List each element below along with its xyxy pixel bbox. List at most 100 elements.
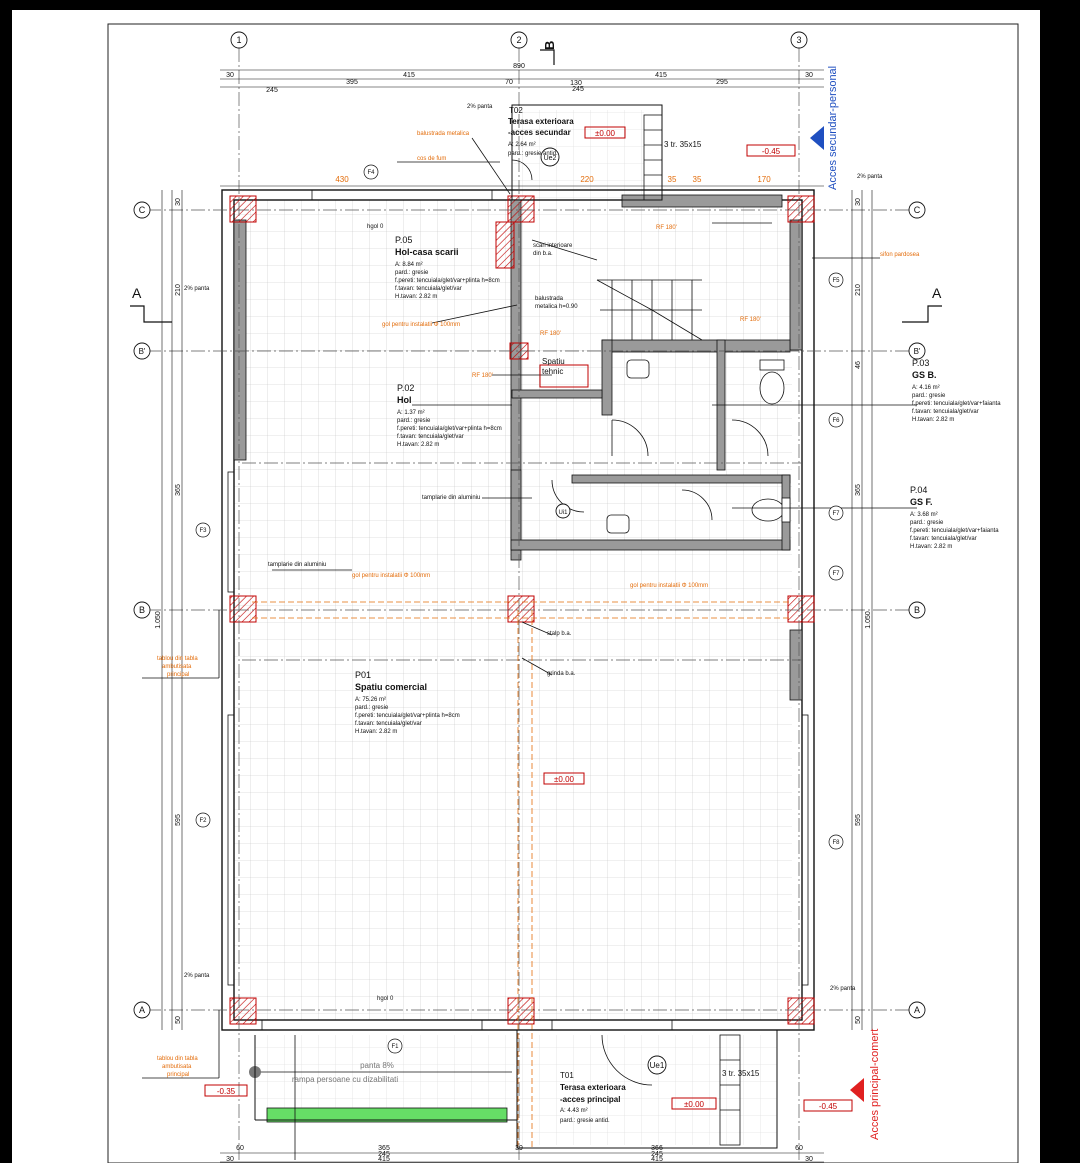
dim-left-365: 365 <box>175 484 182 496</box>
section-markers <box>130 49 942 323</box>
label-tablou-1: tablou din tabla <box>157 656 198 662</box>
room-p02-name: Hol <box>397 395 412 405</box>
dim-top-395: 395 <box>346 79 358 86</box>
leader-lines <box>142 137 917 1160</box>
section-label-right: A <box>932 285 942 301</box>
level-bottom-right: -0.45 <box>819 1102 838 1111</box>
label-balustrada: balustrada <box>535 296 564 302</box>
axis-label-c-left: C <box>139 205 146 215</box>
room-p05-line-0: A: 8.84 m² <box>395 262 423 268</box>
room-p01-line-3: f.tavan: tencuiala/glet/var <box>355 721 422 727</box>
dim-top-245a: 245 <box>266 87 278 94</box>
stairs <box>596 114 741 1146</box>
label-ui1: Ui1 <box>558 510 568 516</box>
window-tag-f8: F8 <box>832 840 840 846</box>
label-rampa-panta: panta 8% <box>360 1061 394 1070</box>
window-tag-f6: F6 <box>832 418 840 424</box>
label-balustrada-h: metalica h=0.90 <box>535 304 578 310</box>
drawing-frame <box>107 23 1019 1163</box>
room-t02-code: T02 <box>509 106 523 115</box>
terrace-t02-tiles <box>512 110 644 200</box>
section-label-left: A <box>132 285 142 301</box>
room-t01-name2: -acces principal <box>560 1095 620 1104</box>
label-tablou-2: tablou din tabla <box>157 1056 198 1062</box>
label-panta-left-bottom: 2% panta <box>184 973 210 979</box>
room-p02-line-0: A: 1.37 m² <box>397 410 425 416</box>
room-p02-line-2: f.pereti: tencuiala/glet/var+plinta h=8c… <box>397 426 502 432</box>
room-p04-line-3: f.tavan: tencuiala/glet/var <box>910 536 977 542</box>
room-p04-line-2: f.pereti: tencuiala/glet/var+faianta <box>910 528 999 534</box>
dim-bot-365: 365 <box>378 1145 390 1152</box>
room-p02-line-4: H.tavan: 2.82 m <box>397 442 439 448</box>
dim-left-210: 210 <box>175 284 182 296</box>
room-p01-line-4: H.tavan: 2.82 m <box>355 729 397 735</box>
label-scari-din-ba: din b.a. <box>533 251 553 257</box>
room-t02-name: Terasa exterioara <box>508 117 574 126</box>
dim-mid-220: 220 <box>580 175 594 184</box>
room-p03-line-0: A: 4.16 m² <box>912 385 940 391</box>
axis-label-b-left: B <box>139 605 145 615</box>
room-p03-line-2: f.pereti: tencuiala/glet/var+faianta <box>912 401 1001 407</box>
label-ue1: Ue1 <box>650 1061 665 1070</box>
label-panta-right-top: 2% panta <box>857 174 883 180</box>
room-p03-name: GS B. <box>912 370 937 380</box>
window-tag-f7b: F7 <box>832 571 840 577</box>
label-tablou-2c: principal <box>167 1072 189 1078</box>
axis-label-2: 2 <box>516 35 521 45</box>
dim-top-245c: 245 <box>572 86 584 93</box>
room-t01-name: Terasa exterioara <box>560 1083 626 1092</box>
dim-mid-430: 430 <box>335 175 349 184</box>
label-panta-left: 2% panta <box>184 286 210 292</box>
dim-top-415a: 415 <box>403 72 415 79</box>
window-tag-f5: F5 <box>832 278 840 284</box>
dim-left-50: 50 <box>175 1016 182 1024</box>
floor-plan: 1 2 3 C C B' B' B B A A A A B 890 30 415… <box>107 23 1019 1163</box>
room-p05-line-1: pard.: gresie <box>395 270 429 276</box>
secondary-access-arrow <box>810 126 824 150</box>
axis-label-3: 3 <box>796 35 801 45</box>
label-rampa: rampa persoane cu dizabilitati <box>292 1075 399 1084</box>
columns <box>229 195 815 1025</box>
label-scari-interioare: scari interioare <box>533 243 573 249</box>
dim-top-total: 890 <box>513 63 525 70</box>
axis-label-1: 1 <box>236 35 241 45</box>
room-p03-line-3: f.tavan: tencuiala/glet/var <box>912 409 979 415</box>
window-tag-f2: F2 <box>199 818 207 824</box>
room-p05-line-3: f.tavan: tencuiala/glet/var <box>395 286 462 292</box>
room-p05-code: P.05 <box>395 235 412 245</box>
room-p03-code: P.03 <box>912 358 929 368</box>
dimension-lines <box>161 69 873 1163</box>
window-tag-f4: F4 <box>367 170 375 176</box>
label-stalp: stalp b.a. <box>547 631 572 637</box>
room-p02-line-3: f.tavan: tencuiala/glet/var <box>397 434 464 440</box>
dim-mid-170: 170 <box>757 175 771 184</box>
label-rf-4: RF 180' <box>472 373 493 379</box>
room-p02-line-1: pard.: gresie <box>397 418 431 424</box>
ramp <box>249 1035 517 1123</box>
window-tag-f1: F1 <box>391 1044 399 1050</box>
room-p04-line-4: H.tavan: 2.82 m <box>910 544 952 550</box>
room-p05-line-2: f.pereti: tencuiala/glet/var+plinta h=8c… <box>395 278 500 284</box>
dim-mid-35a: 35 <box>668 175 677 184</box>
dim-top-70: 70 <box>505 79 513 86</box>
label-gol-instalatii-1: gol pentru instalatii Φ 100mm <box>382 322 460 328</box>
label-spatiu-tehnic-2: tehnic <box>542 367 563 376</box>
dim-bot-415a: 415 <box>378 1156 390 1163</box>
level-ramp: -0.35 <box>217 1087 236 1096</box>
room-p01-line-2: f.pereti: tencuiala/glet/var+plinta h=8c… <box>355 713 460 719</box>
label-tablou-2b: ambutisata <box>162 1064 192 1070</box>
dim-bot-415b: 415 <box>651 1156 663 1163</box>
label-trepte-top: 3 tr. 35x15 <box>664 140 702 149</box>
dim-bot-39: 39 <box>515 1145 523 1152</box>
label-ue2: Ue2 <box>544 155 557 162</box>
level-p01: ±0.00 <box>554 775 575 784</box>
level-top-right: -0.45 <box>762 147 781 156</box>
axis-label-b-right: B <box>914 605 920 615</box>
label-gol-instalatii-3: gol pentru instalatii Φ 100mm <box>630 583 708 589</box>
room-p01-code: P01 <box>355 670 371 680</box>
label-tamplarie-2: tamplarie din aluminiu <box>268 562 326 568</box>
axis-lines <box>147 48 912 1160</box>
room-p01-line-1: pard.: gresie <box>355 705 389 711</box>
room-p04-line-1: pard.: gresie <box>910 520 944 526</box>
axis-label-c-right: C <box>914 205 921 215</box>
